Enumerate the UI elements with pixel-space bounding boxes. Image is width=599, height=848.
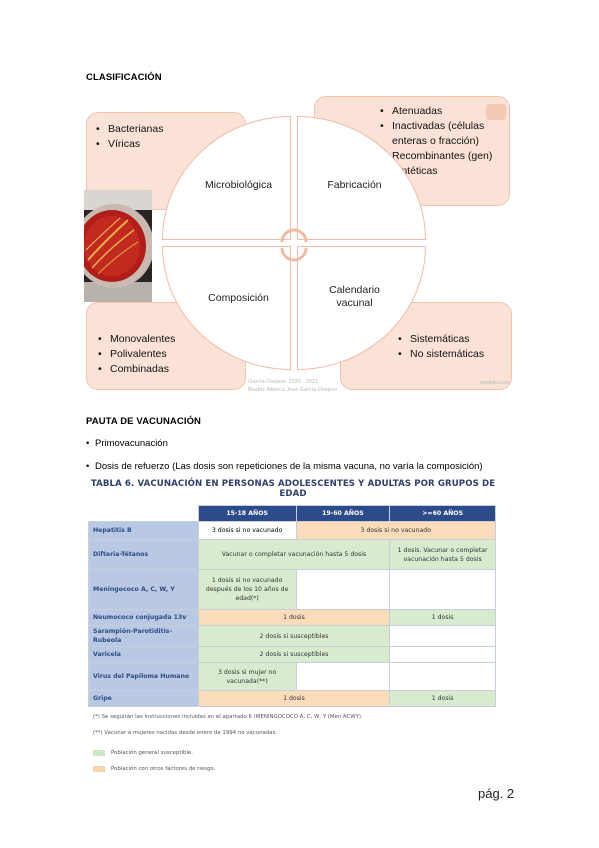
vaccination-table-figure: TABLA 6. VACUNACIÓN EN PERSONAS ADOLESCE… xyxy=(88,479,498,707)
bullet-text: Dosis de refuerzo (Las dosis son repetic… xyxy=(95,461,483,472)
table-row: Hepatitis B 3 dosis si no vacunado 3 dos… xyxy=(88,521,497,540)
table-notes: (*) Se seguirán las instrucciones inclui… xyxy=(93,713,363,777)
legend-label: Población general susceptible. xyxy=(111,750,193,756)
list-item: Sistemáticas xyxy=(396,332,484,347)
table-cell: 1 dosis xyxy=(197,690,391,707)
table-row: Difteria-Tétanos Vacunar o completar vac… xyxy=(88,539,496,570)
legend-orange: Población con otros factores de riesgo. xyxy=(93,761,363,777)
row-label: Meningococo A, C, W, Y xyxy=(88,569,199,610)
quadrant-label-line: vacunal xyxy=(336,297,373,309)
row-label: Gripe xyxy=(88,690,199,707)
petri-dish-photo xyxy=(84,190,152,302)
list-calendario: Sistemáticas No sistemáticas xyxy=(396,332,484,362)
table-cell: 1 dosis xyxy=(389,609,496,626)
watermark: García-Ovejero, 2020 - 2021 xyxy=(248,379,319,385)
table-cell xyxy=(389,662,496,691)
table-cell xyxy=(389,625,496,647)
list-item: Inactivadas (células enteras o fracción) xyxy=(378,119,506,149)
petri-dish-image xyxy=(84,190,152,302)
quadrant-label: Composición xyxy=(208,291,269,304)
bullet-icon: • xyxy=(86,438,90,449)
table-cell xyxy=(389,646,496,663)
column-header: >=60 AÑOS xyxy=(389,505,496,522)
quadrant-label: Microbiológica xyxy=(204,178,273,191)
watermark: Beatriz Alberca José García Ovejero xyxy=(248,387,337,393)
list-item: Víricas xyxy=(94,137,163,152)
table-row: Varicela 2 dosis si susceptibles xyxy=(88,646,496,663)
list-item: No sistemáticas xyxy=(396,347,484,362)
table-cell: 2 dosis si susceptibles xyxy=(197,625,391,647)
table-row: Neumococo conjugada 13v 1 dosis 1 dosis xyxy=(88,609,496,626)
bullet-text: Primovacunación xyxy=(95,438,168,449)
list-composicion: Monovalentes Polivalentes Combinadas xyxy=(96,332,175,377)
legend-label: Población con otros factores de riesgo. xyxy=(111,766,216,772)
table-cell: 3 dosis si no vacunado xyxy=(295,521,497,540)
table-cell: 1 dosis. Vacunar o completar vacunación … xyxy=(389,539,496,570)
row-label: Virus del Papiloma Humano xyxy=(88,662,199,691)
table-cell xyxy=(295,662,391,691)
table-cell xyxy=(389,569,496,610)
row-label: Neumococo conjugada 13v xyxy=(88,609,199,626)
bullet-refuerzo: • Dosis de refuerzo (Las dosis son repeti… xyxy=(86,461,483,472)
table-cell: 1 dosis xyxy=(389,690,496,707)
table-cell: Vacunar o completar vacunación hasta 5 d… xyxy=(197,539,391,570)
column-header: 15-18 AÑOS xyxy=(197,505,297,522)
list-item: Bacterianas xyxy=(94,122,163,137)
list-item: Monovalentes xyxy=(96,332,175,347)
section-heading-pauta: PAUTA DE VACUNACIÓN xyxy=(86,416,202,427)
table-row: Virus del Papiloma Humano 3 dosis si muj… xyxy=(88,662,496,691)
list-microbiologica: Bacterianas Víricas xyxy=(94,122,163,152)
table-row: Sarampión-Parotiditis-Rubeola 2 dosis si… xyxy=(88,625,496,647)
table-title: TABLA 6. VACUNACIÓN EN PERSONAS ADOLESCE… xyxy=(90,479,496,499)
list-item: Combinadas xyxy=(96,362,175,377)
row-label: Difteria-Tétanos xyxy=(88,539,199,570)
table-row: Meningococo A, C, W, Y 1 dosis si no vac… xyxy=(88,569,496,610)
page-number: pág. 2 xyxy=(478,786,515,801)
row-label: Varicela xyxy=(88,646,199,663)
row-label: Hepatitis B xyxy=(88,521,199,540)
row-label: Sarampión-Parotiditis-Rubeola xyxy=(88,625,199,647)
table-cell xyxy=(295,569,391,610)
quadrant-label-line: Calendario xyxy=(329,284,380,296)
table-header-row: 15-18 AÑOS 19-60 AÑOS >=60 AÑOS xyxy=(88,505,496,522)
classification-circle: Microbiológica Fabricación Composición C… xyxy=(162,116,426,370)
legend-green: Población general susceptible. xyxy=(93,745,363,761)
table-corner xyxy=(88,505,199,522)
watermark: wuolah.com xyxy=(480,380,510,386)
table-row: Gripe 1 dosis 1 dosis xyxy=(88,690,496,707)
legend-swatch-green xyxy=(93,750,105,756)
list-item: Polivalentes xyxy=(96,347,175,362)
classification-diagram: Bacterianas Víricas Atenuadas Inactivada… xyxy=(84,96,514,394)
bullet-icon: • xyxy=(86,461,90,472)
section-heading-clasificacion: CLASIFICACIÓN xyxy=(86,72,162,83)
table-cell: 3 dosis si no vacunado xyxy=(197,521,297,540)
cycle-arrows-icon xyxy=(280,228,308,262)
quadrant-label: Calendario vacunal xyxy=(329,284,380,310)
table-cell: 1 dosis si no vacunado después de los 10… xyxy=(197,569,297,610)
list-fabricacion: Atenuadas Inactivadas (células enteras o… xyxy=(378,104,506,179)
footnote: (**) Vacunar a mujeres nacidas desde ene… xyxy=(93,730,278,736)
table-cell: 1 dosis xyxy=(197,609,391,626)
vaccination-table: 15-18 AÑOS 19-60 AÑOS >=60 AÑOS Hepatiti… xyxy=(88,505,497,707)
quadrant-label: Fabricación xyxy=(327,178,382,191)
bullet-primovacunacion: • Primovacunación xyxy=(86,438,168,449)
footnote: (*) Se seguirán las instrucciones inclui… xyxy=(93,714,363,720)
legend-swatch-orange xyxy=(93,766,105,772)
table-cell: 3 dosis si mujer no vacunada(**) xyxy=(197,662,297,691)
column-header: 19-60 AÑOS xyxy=(295,505,391,522)
table-cell: 2 dosis si susceptibles xyxy=(197,646,391,663)
list-item: Atenuadas xyxy=(378,104,506,119)
